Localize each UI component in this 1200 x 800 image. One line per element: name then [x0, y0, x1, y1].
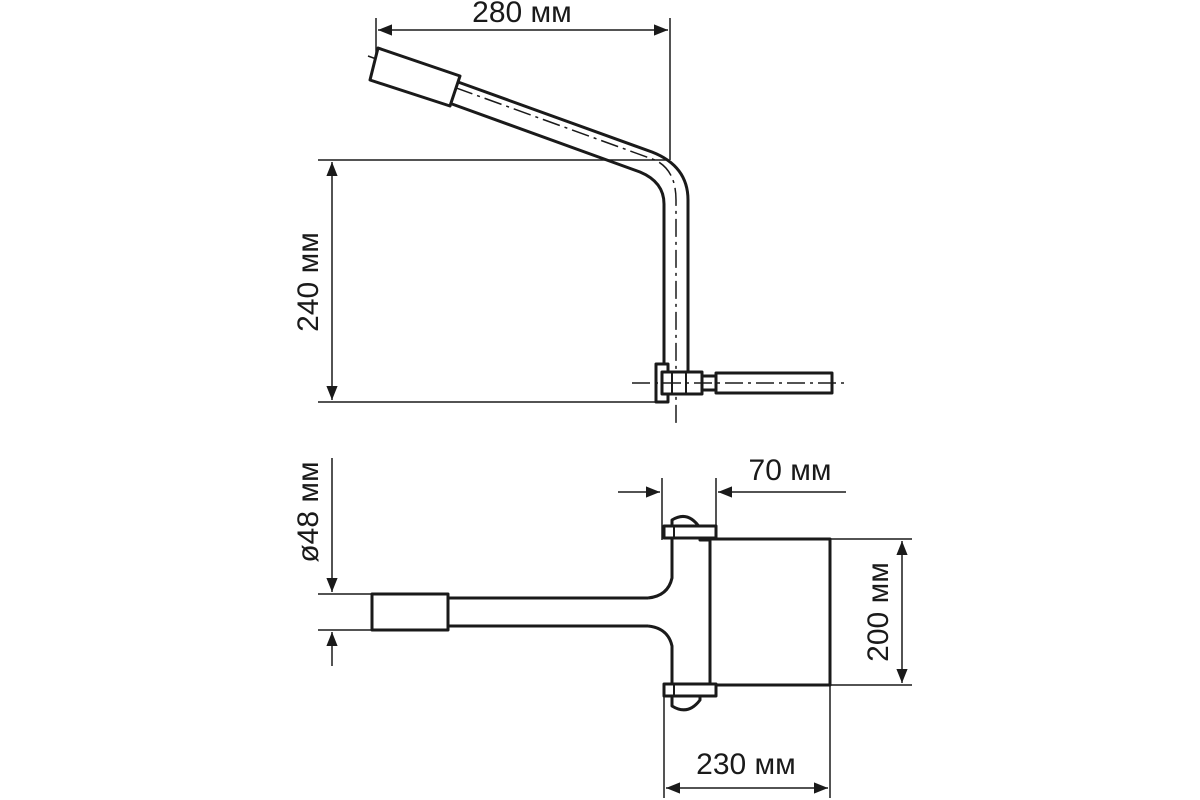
arm-tube-outer [457, 80, 690, 372]
side-view [367, 46, 846, 424]
dim-label-70: 70 мм [749, 454, 832, 487]
dim-label-230: 230 мм [696, 748, 796, 781]
plan-view [370, 514, 832, 712]
arm-end-sleeve [368, 46, 462, 108]
plan-bolt-bottom [662, 682, 718, 698]
plan-clamp-box [708, 537, 832, 687]
dim-label-280: 280 мм [472, 0, 572, 29]
arm-centerline [367, 55, 677, 424]
side-view-dimensions [318, 18, 671, 403]
plan-saddle [647, 514, 712, 712]
dim-label-48: ø48 мм [292, 461, 325, 562]
plan-bolt-top [662, 524, 718, 540]
arm-tube-inner [451, 102, 666, 372]
plan-end-sleeve [370, 592, 450, 632]
plan-view-dimensions [318, 458, 912, 798]
dim-label-200: 200 мм [862, 562, 895, 662]
dim-label-240: 240 мм [292, 232, 325, 332]
